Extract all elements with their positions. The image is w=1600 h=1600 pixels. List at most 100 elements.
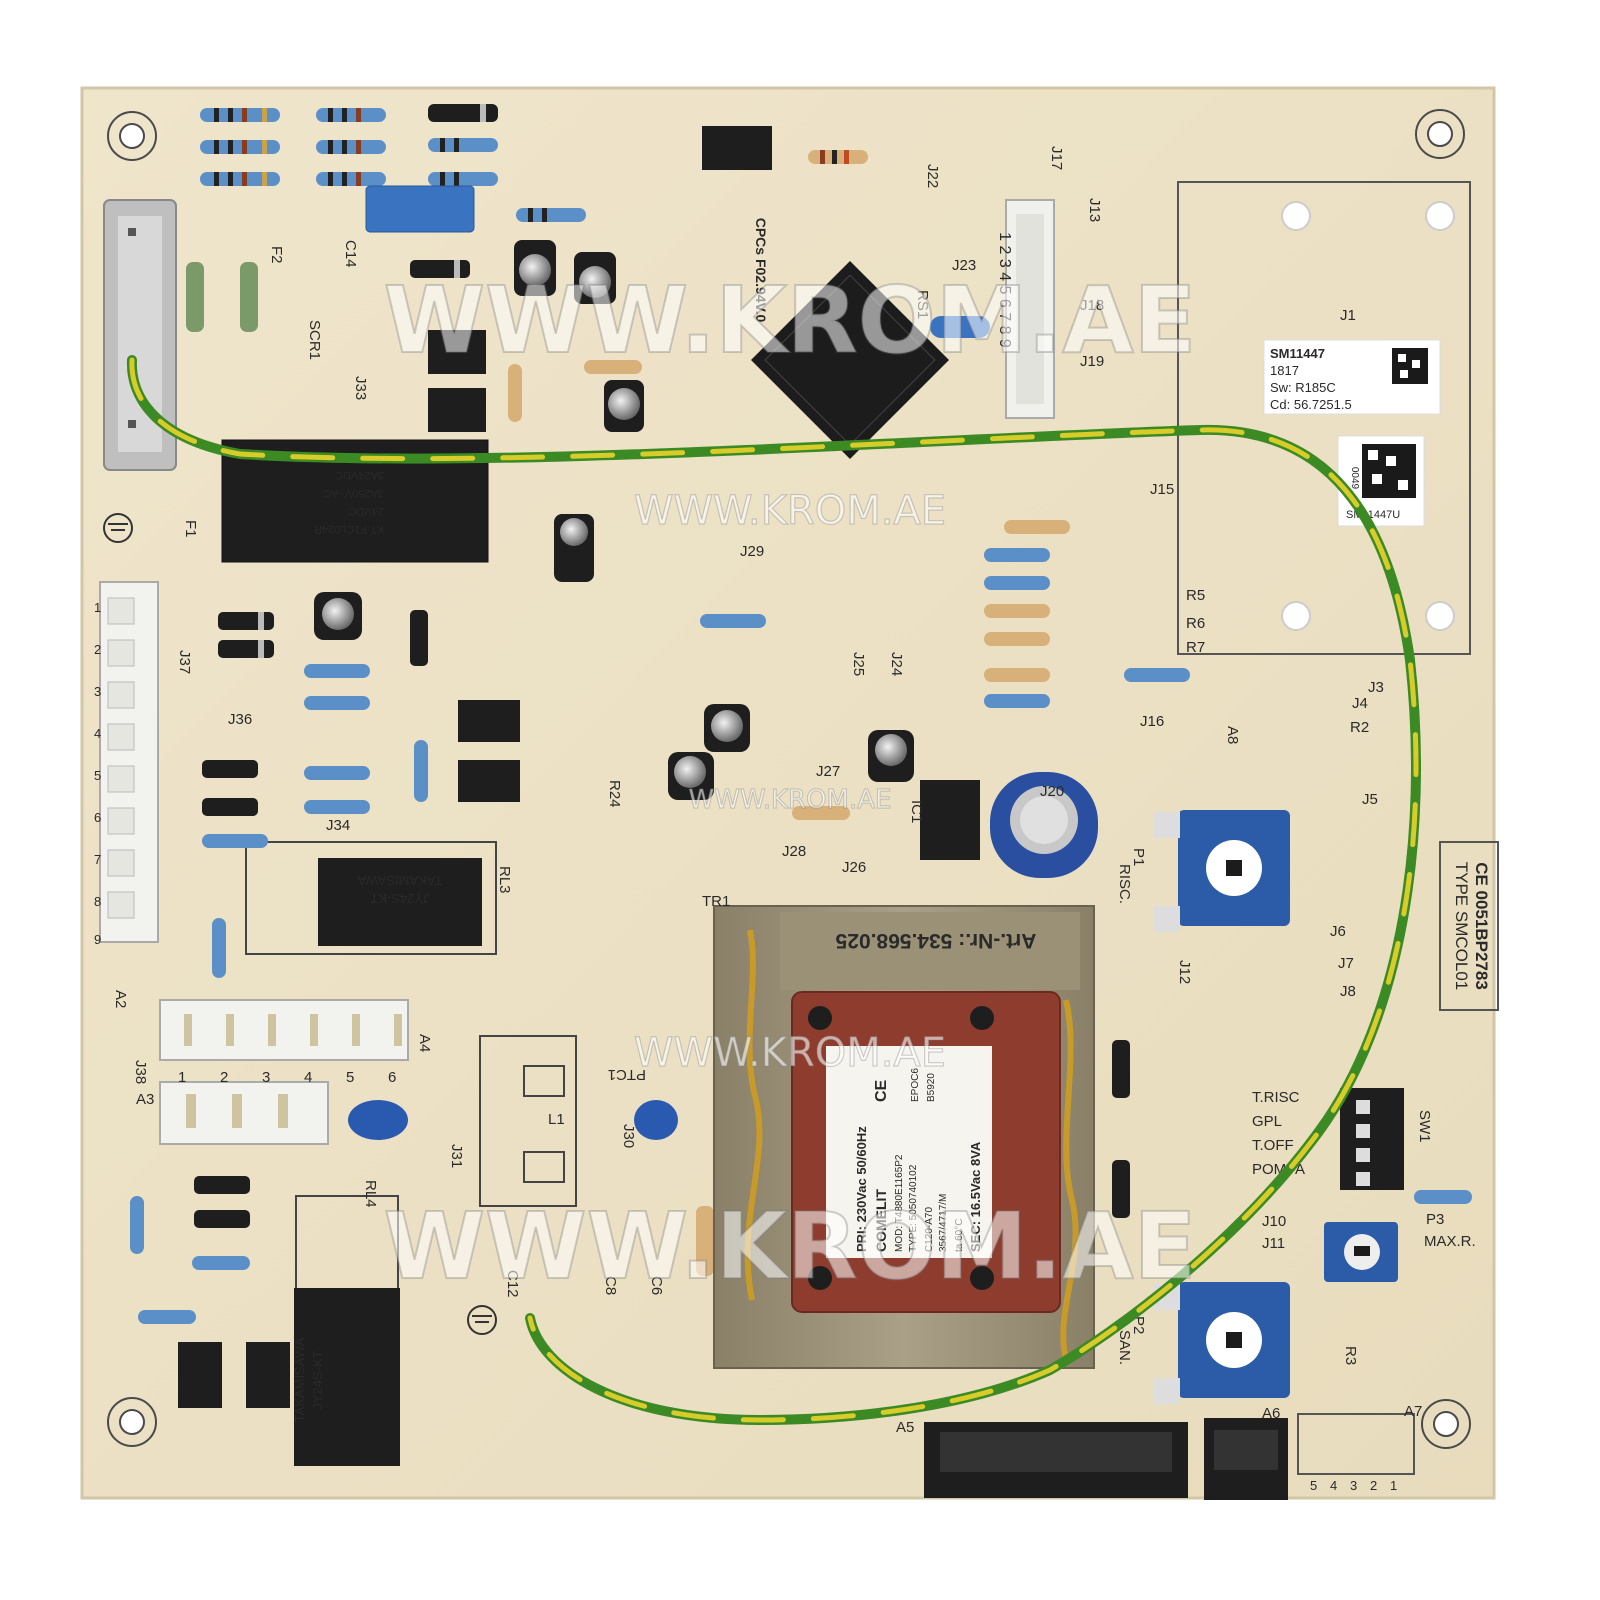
switch-label-3: T.OFF [1252, 1137, 1294, 1154]
ref-p1: P1 [1130, 848, 1147, 866]
ref-j20: J20 [1040, 783, 1064, 800]
connector-a6 [1204, 1418, 1288, 1500]
a4-pin-5: 5 [346, 1069, 354, 1086]
capacitor-large [990, 772, 1098, 878]
type-marking: TYPE SMCOL01 [1452, 862, 1471, 991]
small-ics [178, 126, 980, 1408]
relay-main-line3: 3A250V~AC [323, 487, 384, 499]
ref-rl3: RL3 [496, 866, 513, 894]
pot-p1-label: RISC. [1116, 864, 1133, 904]
mounting-holes [107, 109, 1471, 1449]
j-pin-7: 7 [94, 852, 101, 867]
a4-pin-3: 3 [262, 1069, 270, 1086]
a7-pin-3: 3 [1350, 1478, 1357, 1493]
relay-rl3: TAKAMISAWA JY24S-KT [245, 841, 497, 955]
ref-ptc1: PTC1 [608, 1066, 646, 1083]
ce-marking: CE 0051BP2783 TYPE SMCOL01 [1439, 841, 1499, 1011]
disc-capacitor-ptc [634, 1100, 678, 1140]
ref-f1: F1 [182, 520, 199, 538]
watermark-top: WWW.KROM.AE [384, 267, 1197, 374]
j-pin-8: 8 [94, 894, 101, 909]
ref-j27: J27 [816, 763, 840, 780]
sticker-code: Cd: 56.7251.5 [1270, 397, 1352, 412]
transformer-part-number: Art.-Nr.: 534.568.025 [835, 929, 1036, 952]
transformer-temp: ta 60°C [954, 1219, 965, 1252]
j-pin-5: 5 [94, 768, 101, 783]
ref-a8: A8 [1224, 726, 1241, 744]
relay-main-line1: KT F1CL024R [314, 523, 384, 535]
relay-rl3-brand: TAKAMISAWA [357, 873, 442, 888]
sticker-model: SM11447 [1270, 346, 1325, 361]
ref-j26: J26 [842, 859, 866, 876]
transformer-spec2: 3567/4717/M [938, 1194, 949, 1252]
ref-ic1: IC1 [908, 800, 925, 823]
watermark-mid: WWW.KROM.AE [634, 488, 946, 534]
ref-r24: R24 [606, 780, 623, 808]
watermark-small: WWW.KROM.AE [689, 785, 892, 815]
j-pin-3: 3 [94, 684, 101, 699]
switch-label-1: T.RISC [1252, 1089, 1300, 1106]
j-pin-6: 6 [94, 810, 101, 825]
connector-a3 [159, 1081, 329, 1145]
a4-pin-2: 2 [220, 1069, 228, 1086]
ref-j37: J37 [176, 650, 193, 674]
potentiometer-p2 [1154, 1282, 1290, 1404]
ref-scr1: SCR1 [306, 320, 323, 360]
ref-j6: J6 [1330, 923, 1346, 940]
watermark-lower: WWW.KROM.AE [634, 1030, 946, 1076]
transformer-primary: PRI: 230Vac 50/60Hz [854, 1126, 869, 1252]
a4-pin-4: 4 [304, 1069, 312, 1086]
ref-j25: J25 [850, 652, 867, 676]
transformer-class: EPOC6 [910, 1068, 921, 1102]
watermarks: WWW.KROM.AE WWW.KROM.AE WWW.KROM.AE WWW.… [383, 266, 1198, 1301]
header-pin-numbers: 1 2 3 4 5 6 7 8 9 [996, 232, 1013, 348]
ref-j24: J24 [888, 652, 905, 676]
ref-j31: J31 [448, 1144, 465, 1168]
pot-p2-label: SAN. [1116, 1330, 1133, 1365]
transformer-spec1: C120-A70 [924, 1207, 935, 1252]
ref-p2: P2 [1130, 1316, 1147, 1334]
a7-pin-1: 1 [1390, 1478, 1397, 1493]
a7-pin-2: 2 [1370, 1478, 1377, 1493]
relay-main-line4: 3A24VDC [335, 469, 384, 481]
j-pin-9: 9 [94, 932, 101, 947]
ref-j1: J1 [1340, 307, 1356, 324]
ref-p3: P3 [1426, 1211, 1444, 1228]
sticker-date: 1817 [1270, 363, 1299, 378]
ref-j22: J22 [924, 164, 941, 188]
connector-header [1005, 199, 1055, 419]
microcontroller [751, 261, 949, 459]
a7-pin-4: 4 [1330, 1478, 1337, 1493]
ref-a4: A4 [416, 1034, 433, 1052]
ref-j34: J34 [326, 817, 350, 834]
connector-j37 [99, 581, 159, 943]
ref-rl4: RL4 [362, 1180, 379, 1208]
ref-r7: R7 [1186, 639, 1205, 656]
ref-j8: J8 [1340, 983, 1356, 1000]
ref-j13: J13 [1086, 198, 1103, 222]
disc-capacitor-1 [348, 1100, 408, 1140]
ref-a3: A3 [136, 1091, 154, 1108]
watermark-bottom: WWW.KROM.AE [384, 1193, 1197, 1300]
a4-pin-numbers: 1 2 3 4 5 6 [178, 1069, 396, 1086]
connector-a5 [924, 1422, 1188, 1498]
ref-r2: R2 [1350, 719, 1369, 736]
ground-symbol-icon [103, 513, 497, 1335]
ref-r6: R6 [1186, 615, 1205, 632]
resistor-bank-top [200, 104, 868, 222]
transformer-model: MOD: T4880E1165P2 [894, 1154, 905, 1252]
electrolytic-capacitors [314, 240, 914, 800]
relay-rl4-model: JY24S-KT [310, 1350, 325, 1409]
connector-mains [103, 199, 177, 471]
transformer-code: B5920 [926, 1073, 937, 1102]
ref-j38: J38 [132, 1060, 149, 1084]
qr-sticker: SM11447U 0049 [1337, 435, 1425, 527]
a7-pin-numbers: 5 4 3 2 1 [1310, 1478, 1397, 1493]
dip-switch-sw1 [1340, 1088, 1404, 1190]
ref-j19: J19 [1080, 353, 1104, 370]
potentiometer-p1 [1154, 810, 1290, 932]
ref-r5: R5 [1186, 587, 1205, 604]
ref-tr1: TR1 [702, 893, 730, 910]
a4-pin-6: 6 [388, 1069, 396, 1086]
